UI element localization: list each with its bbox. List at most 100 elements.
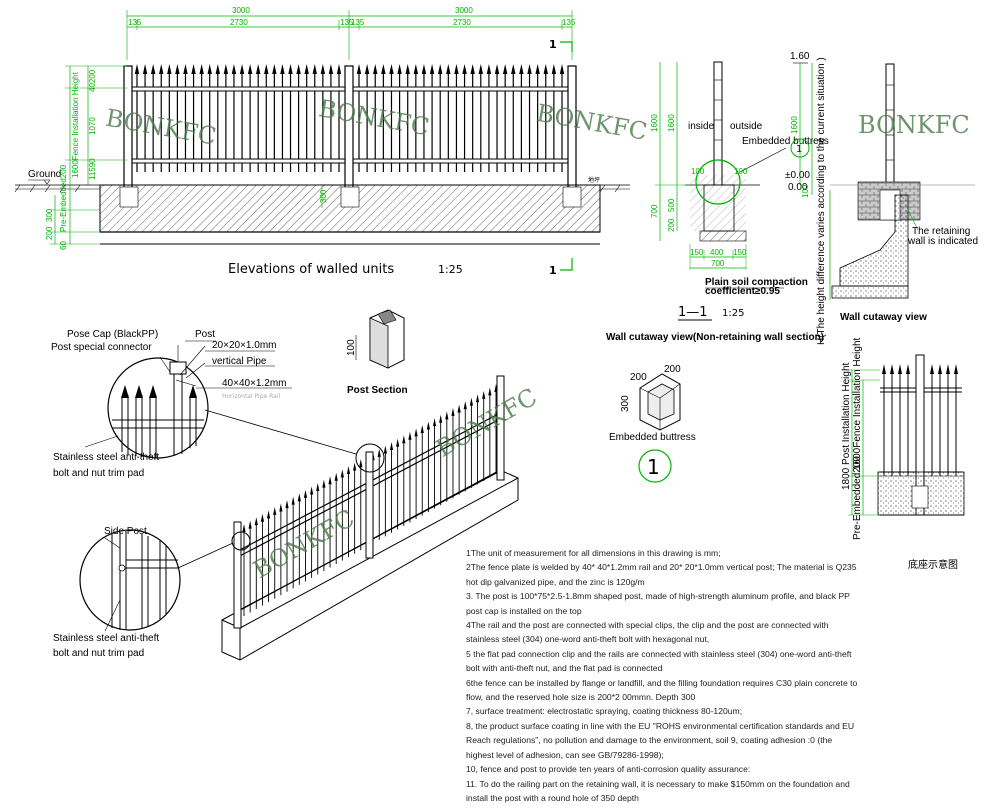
soil-note-1: Plain soil compaction [705, 277, 808, 288]
soil-note-2: coefficient≥0.95 [705, 286, 780, 297]
ret-side-text: H(The height difference varies according… [816, 57, 827, 345]
side-dim-c: Pre-Embedded200 [852, 456, 863, 540]
iso-picket-spear [273, 506, 277, 515]
buttress-dim-3: 300 [620, 395, 631, 412]
bolt-label-2a: Stainless steel anti-theft [53, 633, 159, 644]
iso-picket-spear [389, 442, 394, 451]
picket-spear [405, 64, 410, 74]
picket-spear [175, 64, 180, 74]
picket-spear [328, 64, 334, 74]
side-dim-b: 1600Fence Installation Height [852, 337, 863, 470]
section-mark-top: 1 [549, 38, 557, 51]
note-item: 6the fence can be installed by flange or… [466, 677, 858, 703]
bolt-label-2b: bolt and nut trim pad [53, 648, 144, 659]
note-item: 7, surface treatment: electrostatic spra… [466, 706, 743, 717]
iso-picket-spear [402, 435, 406, 444]
picket-spear [239, 64, 245, 74]
elevation-view: 3000 3000 135 2730 135 135 2730 135 1 1 [14, 6, 649, 277]
sec-top-dim-2: 100 [734, 167, 748, 176]
picket-spear [519, 64, 524, 74]
dim-200: 200 [45, 226, 54, 240]
section-ref-scale: 1:25 [722, 308, 744, 319]
dim-11590: 11590 [88, 158, 97, 180]
buttress-dim-2: 200 [664, 364, 681, 375]
iso-picket-spear [469, 397, 474, 406]
note-item: 8, the product surface coating in line w… [466, 720, 855, 760]
picket-spear [397, 64, 402, 74]
picket-spear [312, 64, 317, 74]
rail-dim-label: 40×40×1.2mm [222, 378, 287, 389]
iso-picket-spear [396, 438, 400, 447]
watermark-5: BONKFC [431, 383, 542, 463]
picket-spear [462, 64, 467, 74]
side-pickets [882, 364, 958, 476]
side-picket-spear [938, 364, 942, 374]
detail-post-top: Pose Cap (BlackPP) Post Post special con… [51, 329, 292, 479]
dim-top-2: 3000 [455, 6, 473, 15]
ret-top-dim: 1.60 [790, 51, 810, 62]
iso-pickets [242, 384, 498, 616]
iso-picket-spear [340, 469, 344, 478]
iso-picket-spear [334, 472, 338, 481]
iso-picket-spear [377, 448, 381, 457]
sec-dim-1600b: 1600 [667, 114, 676, 132]
watermark-3: BONKFC [534, 99, 649, 146]
pipe-dim-label: 20×20×1.0mm [212, 340, 277, 351]
vertical-pipe-label: vertical Pipe [212, 356, 267, 367]
sec-dim-500: 500 [667, 198, 676, 212]
side-picket-spear [898, 364, 902, 374]
iso-picket-spear [254, 517, 258, 526]
wall-note-1: The retaining [912, 226, 970, 237]
post-section-label: Post Section [347, 385, 408, 396]
picket-spear [470, 64, 475, 74]
picket-spear [288, 64, 293, 74]
retaining-view: The retaining wall is indicated 1.60 160… [785, 51, 978, 345]
iso-picket-spear [426, 421, 430, 430]
picket-spear [134, 64, 140, 74]
dim-top-1: 3000 [232, 6, 250, 15]
embedded-buttress-icon: 200 200 300 Embedded buttress 1 [609, 364, 696, 483]
picket-spear [191, 64, 196, 74]
iso-picket-spear [439, 414, 443, 423]
dim-sub-2: 2730 [230, 18, 248, 27]
sec-bot-150a: 150 [690, 248, 704, 257]
elevation-title: Elevations of walled units [228, 262, 394, 277]
wall-note-2: wall is indicated [907, 236, 978, 247]
note-item: 1The unit of measurement for all dimensi… [466, 548, 721, 558]
picket-spear [183, 64, 188, 74]
side-picket-spear [890, 364, 894, 374]
post-section-icon: 100 Post Section [346, 309, 408, 396]
picket-spear [264, 64, 269, 74]
embedded-buttress-label: Embedded buttress [742, 136, 829, 147]
dim-fence-height: 1600Fence Installation Height [71, 71, 80, 178]
picket-spear [543, 64, 548, 74]
picket-spear [438, 64, 443, 74]
picket-spear [454, 64, 459, 74]
side-post-label: Side Post [104, 526, 147, 537]
dim-sub-1: 135 [128, 18, 142, 27]
side-picket-spear [954, 364, 958, 374]
iso-picket-spear [445, 411, 449, 420]
picket-spear [272, 64, 277, 74]
retaining-caption: Wall cutaway view [840, 312, 927, 323]
post-section-dim: 100 [346, 339, 357, 356]
sec-bot-700: 700 [711, 259, 725, 268]
sec-bot-150b: 150 [733, 248, 747, 257]
level-a: ±0.00 [785, 170, 810, 181]
pose-cap-label: Pose Cap (BlackPP) [67, 329, 158, 340]
picket-spear [486, 64, 492, 74]
picket-spear [478, 64, 483, 74]
dim-sub-4: 135 [351, 18, 365, 27]
elevation-scale: 1:25 [438, 263, 463, 276]
iso-picket-spear [408, 431, 412, 440]
level-b: 0.00 [788, 182, 808, 193]
note-item: 5 the flat pad connection clip and the r… [466, 648, 852, 674]
side-picket-spear [946, 364, 950, 374]
picket-spear [247, 64, 253, 74]
note-item: 2The fence plate is welded by 40* 40*1.2… [466, 562, 857, 587]
iso-picket-spear [322, 479, 326, 488]
sec-dim-200: 200 [667, 218, 676, 232]
picket-spear [231, 64, 237, 74]
picket-spear [150, 64, 156, 74]
